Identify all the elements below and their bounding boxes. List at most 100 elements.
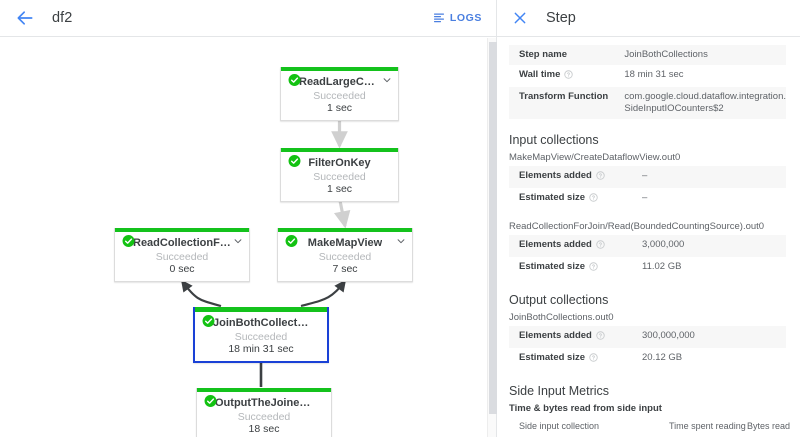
help-icon[interactable] xyxy=(589,262,598,275)
row-key: Elements added xyxy=(509,326,632,348)
node-status: Succeeded xyxy=(234,331,288,343)
node-name: ReadLargeCollectionFr... xyxy=(299,76,380,88)
collection-name: JoinBothCollections.out0 xyxy=(509,312,614,323)
node-name: FilterOnKey xyxy=(308,157,371,169)
node-time: 1 sec xyxy=(326,183,353,195)
row-value: 18 min 31 sec xyxy=(624,69,684,80)
input-collections-title: Input collections xyxy=(509,133,599,147)
help-icon[interactable] xyxy=(589,193,598,206)
node-status: Succeeded xyxy=(155,251,209,263)
table-row: Elements added– xyxy=(509,166,786,188)
help-icon[interactable] xyxy=(596,240,605,253)
row-value: 3,000,000 xyxy=(642,239,685,250)
check-circle-icon xyxy=(122,235,135,248)
row-value: – xyxy=(642,170,648,181)
close-icon[interactable] xyxy=(511,9,529,27)
row-key: Elements added xyxy=(509,235,632,257)
row-key: Wall time xyxy=(509,65,614,87)
logs-button[interactable]: LOGS xyxy=(429,9,486,27)
graph-vertical-scrollbar[interactable] xyxy=(487,38,497,437)
collection-name: MakeMapView/CreateDataflowView.out0 xyxy=(509,152,681,163)
column-header: Time spent reading xyxy=(659,417,746,437)
step-panel-header: Step xyxy=(497,0,800,37)
row-key: Estimated size xyxy=(509,257,632,279)
node-status-accent-bar xyxy=(115,228,249,232)
page-title: df2 xyxy=(52,10,73,26)
logs-button-label: LOGS xyxy=(449,12,482,24)
node-status: Succeeded xyxy=(313,171,366,183)
edge-join-to-makemapview xyxy=(300,279,347,308)
chevron-down-icon[interactable] xyxy=(382,75,392,85)
node-time: 18 sec xyxy=(248,423,280,435)
node-name: ReadCollectionForJoin xyxy=(133,237,231,249)
node-title-row: FilterOnKey xyxy=(281,152,398,170)
node-title-row: MakeMapView xyxy=(278,232,412,250)
back-arrow-icon[interactable] xyxy=(14,7,36,29)
row-key: Transform Function xyxy=(519,91,609,102)
node-status-accent-bar xyxy=(197,388,331,392)
node-status-accent-bar xyxy=(281,148,398,152)
step-panel-title: Step xyxy=(546,10,576,26)
row-value: com.google.cloud.dataflow.integration. S… xyxy=(624,91,786,114)
graph-node-read-collection-for-join[interactable]: ReadCollectionForJoinSucceeded0 sec xyxy=(114,228,250,282)
check-circle-icon xyxy=(202,315,215,328)
edge-join-to-readcollection xyxy=(180,279,222,308)
row-value: – xyxy=(642,192,648,203)
list-lines-icon xyxy=(433,12,445,24)
job-graph-pane: df2 LOGS ReadLargeCollectionFr...Succeed… xyxy=(0,7,497,437)
edge-filter-to-makemapview xyxy=(333,197,351,229)
table-row: Elements added 300,000,000 xyxy=(509,326,786,348)
collection-name: ReadCollectionForJoin/Read(BoundedCounti… xyxy=(509,221,765,232)
table-row: Wall time 18 min 31 sec xyxy=(509,65,786,87)
check-circle-icon xyxy=(204,395,217,408)
node-name: MakeMapView xyxy=(307,237,383,249)
node-time: 1 sec xyxy=(326,102,353,114)
chevron-down-icon[interactable] xyxy=(233,236,243,246)
help-icon[interactable] xyxy=(596,331,605,344)
row-key: Elements added xyxy=(509,166,632,188)
row-key: Estimated size xyxy=(509,188,632,210)
node-title-row: OutputTheJoinedCollec... xyxy=(197,392,331,410)
collection-metrics-table: Elements added–Estimated size– xyxy=(509,166,786,210)
node-time: 0 sec xyxy=(169,263,195,275)
node-status-accent-bar xyxy=(281,67,398,71)
node-title-row: ReadCollectionForJoin xyxy=(115,232,249,250)
graph-scrollbar-thumb[interactable] xyxy=(489,42,497,414)
group-spacer xyxy=(509,210,798,221)
chevron-down-icon[interactable] xyxy=(396,236,406,246)
check-circle-icon xyxy=(288,74,301,87)
output-collections-title: Output collections xyxy=(509,293,609,307)
help-icon[interactable] xyxy=(589,353,598,366)
row-key: Step name xyxy=(519,49,568,60)
table-row: Elements added 3,000,000 xyxy=(509,235,786,257)
table-row: Transform Function com.google.cloud.dataf… xyxy=(509,87,786,119)
graph-edges xyxy=(180,117,351,387)
column-header: Side input collection xyxy=(509,417,659,437)
node-name: OutputTheJoinedCollec... xyxy=(215,397,313,409)
help-icon[interactable] xyxy=(564,70,574,83)
row-value: 300,000,000 xyxy=(642,330,695,341)
side-input-metrics-title: Side Input Metrics xyxy=(509,384,610,398)
row-value: 20.12 GB xyxy=(642,352,683,363)
graph-node-join-both-collections[interactable]: JoinBothCollectionsSucceeded18 min 31 se… xyxy=(193,307,329,363)
node-time: 18 min 31 sec xyxy=(228,343,294,355)
help-icon[interactable] xyxy=(596,171,605,184)
row-key: Estimated size xyxy=(509,348,632,370)
